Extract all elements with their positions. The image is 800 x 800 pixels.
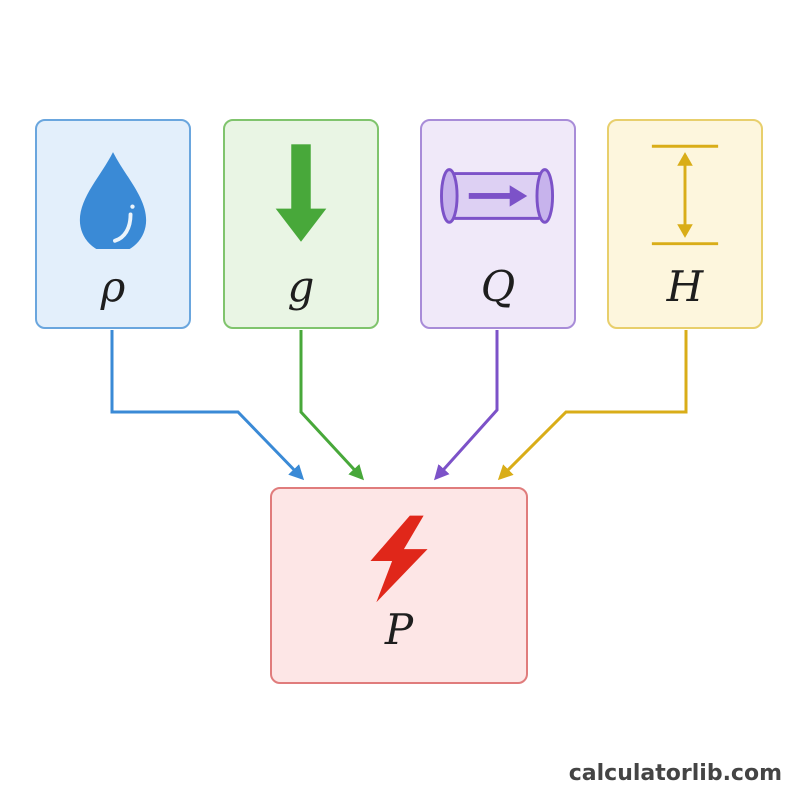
connector-h-to-p xyxy=(497,330,688,481)
gravity-symbol: g xyxy=(287,262,315,311)
head-symbol: H xyxy=(666,262,704,311)
head-card: H xyxy=(607,119,763,329)
water-drop-icon xyxy=(79,152,147,249)
pipe-flow-icon xyxy=(440,168,555,224)
power-symbol: P xyxy=(384,605,414,654)
lightning-bolt-icon xyxy=(370,515,428,603)
flow-rate-symbol: Q xyxy=(480,262,516,311)
flow-rate-card: Q xyxy=(420,119,576,329)
density-symbol: ρ xyxy=(100,262,126,311)
height-marker-icon xyxy=(651,144,719,246)
down-arrow-icon xyxy=(275,144,327,242)
gravity-card: g xyxy=(223,119,379,329)
connector-q-to-p xyxy=(433,330,499,481)
connector-rho-to-p xyxy=(110,330,305,481)
watermark: calculatorlib.com xyxy=(568,761,782,786)
power-card: P xyxy=(270,487,528,684)
density-card: ρ xyxy=(35,119,191,329)
connector-g-to-p xyxy=(299,330,365,481)
